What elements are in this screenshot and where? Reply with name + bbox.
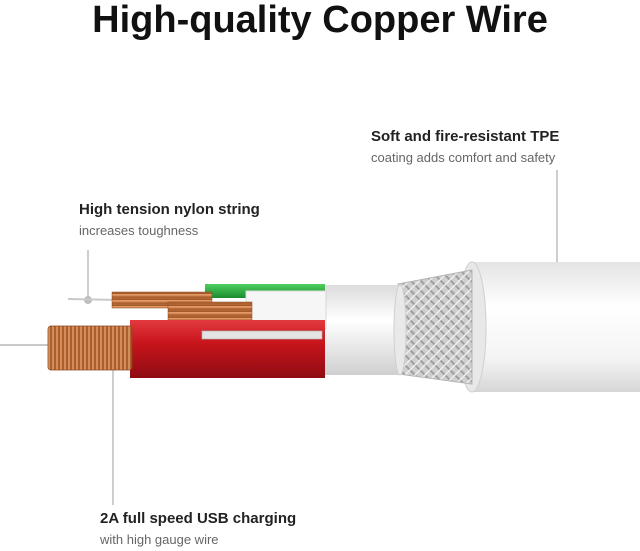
callout-usb: 2A full speed USB charging with high gau… [100, 510, 296, 550]
callout-usb-detail: with high gauge wire [100, 532, 219, 547]
callout-nylon-detail: increases toughness [79, 223, 199, 238]
callout-tpe-detail: coating adds comfort and safety [371, 150, 556, 165]
callout-nylon-heading: High tension nylon string [79, 201, 260, 218]
callout-tpe-heading: Soft and fire-resistant TPE [371, 128, 560, 145]
red-power-wire [130, 320, 325, 378]
page-title: High-quality Copper Wire [92, 0, 548, 41]
callout-usb-heading: 2A full speed USB charging [100, 510, 297, 527]
small-copper-wire-lower [167, 301, 253, 321]
callout-tpe: Soft and fire-resistant TPE coating adds… [371, 128, 559, 168]
drain-wire [201, 330, 323, 340]
braided-shield [397, 269, 473, 385]
callout-nylon: High tension nylon string increases toug… [79, 201, 260, 241]
tpe-jacket [457, 261, 640, 393]
large-copper-conductor [0, 325, 133, 371]
inner-sleeve [320, 284, 407, 376]
nylon-string [67, 298, 121, 301]
